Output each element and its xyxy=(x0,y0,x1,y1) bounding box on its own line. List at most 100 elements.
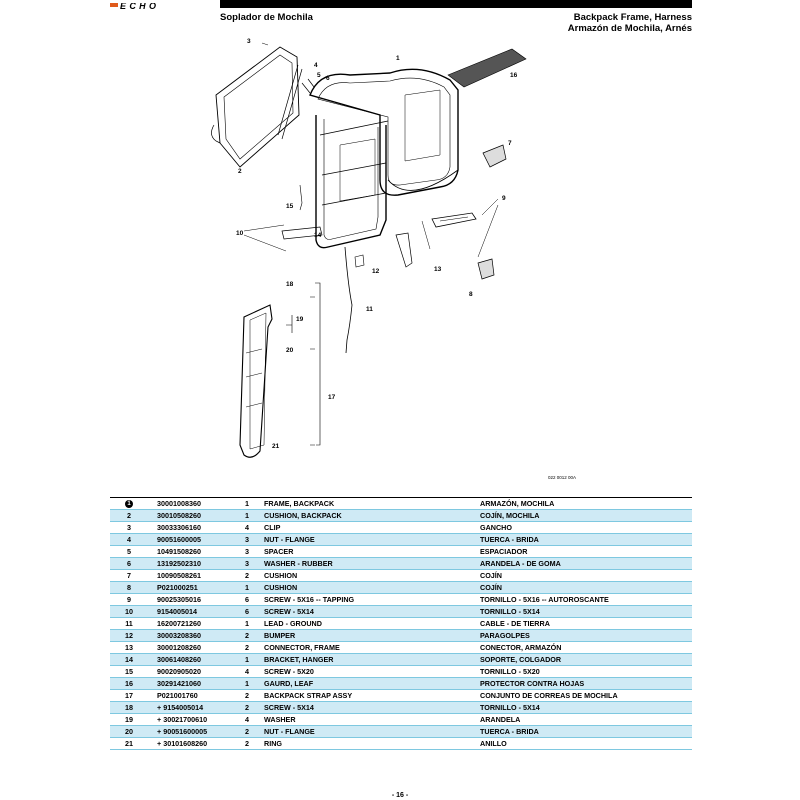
description-spanish: CONECTOR, ARMAZÓN xyxy=(480,643,562,652)
description-spanish: TORNILLO - 5X16 -- AUTOROSCANTE xyxy=(480,595,609,604)
quantity: 2 xyxy=(245,643,249,652)
ref-number: 8 xyxy=(127,583,131,592)
callout-12: 12 xyxy=(372,268,380,275)
quantity: 3 xyxy=(245,535,249,544)
callout-20: 20 xyxy=(286,347,294,354)
quantity: 2 xyxy=(245,703,249,712)
callout-11: 11 xyxy=(366,306,373,313)
callout-4: 4 xyxy=(314,62,318,69)
quantity: 1 xyxy=(245,499,249,508)
description-spanish: TUERCA - BRIDA xyxy=(480,727,539,736)
quantity: 2 xyxy=(245,691,249,700)
description-spanish: TORNILLO - 5X20 xyxy=(480,667,540,676)
ref-number: 4 xyxy=(127,535,131,544)
ref-number: 21 xyxy=(125,739,133,748)
ref-number: 11 xyxy=(125,619,133,628)
description-english: SPACER xyxy=(264,547,294,556)
part-number: + 9154005014 xyxy=(157,703,204,712)
description-spanish: TORNILLO - 5X14 xyxy=(480,607,540,616)
description-english: SCREW - 5X16 -- TAPPING xyxy=(264,595,355,604)
description-spanish: ESPACIADOR xyxy=(480,547,528,556)
quantity: 1 xyxy=(245,655,249,664)
page-number: - 16 - xyxy=(391,792,409,799)
part-number: 10090508261 xyxy=(157,571,201,580)
description-english: NUT - FLANGE xyxy=(264,535,315,544)
part-number: + 90051600005 xyxy=(157,727,208,736)
part-number: 90051600005 xyxy=(157,535,201,544)
callout-15: 15 xyxy=(286,203,294,210)
ref-number: 16 xyxy=(125,679,133,688)
quantity: 4 xyxy=(245,523,249,532)
callout-14: 14 xyxy=(314,232,322,239)
description-spanish: CONJUNTO DE CORREAS DE MOCHILA xyxy=(480,691,618,700)
description-spanish: ARMAZÓN, MOCHILA xyxy=(480,499,555,508)
description-english: FRAME, BACKPACK xyxy=(264,499,335,508)
ref-number: 19 xyxy=(125,715,133,724)
callout-19: 19 xyxy=(296,316,304,323)
ref-number: 12 xyxy=(125,631,133,640)
part-number: 30003208360 xyxy=(157,631,201,640)
quantity: 2 xyxy=(245,631,249,640)
description-english: NUT - FLANGE xyxy=(264,727,315,736)
description-english: SCREW - 5X14 xyxy=(264,607,314,616)
callout-2: 2 xyxy=(238,168,242,175)
quantity: 6 xyxy=(245,607,249,616)
quantity: 6 xyxy=(245,595,249,604)
callout-1: 1 xyxy=(396,55,400,62)
quantity: 2 xyxy=(245,727,249,736)
part-number: 30033306160 xyxy=(157,523,201,532)
description-spanish: TUERCA - BRIDA xyxy=(480,535,539,544)
ref-number: 5 xyxy=(127,547,131,556)
description-spanish: CABLE - DE TIERRA xyxy=(480,619,550,628)
ref-number: 15 xyxy=(125,667,133,676)
ref-number: 20 xyxy=(125,727,133,736)
description-english: CUSHION xyxy=(264,583,298,592)
part-number: 30001008360 xyxy=(157,499,201,508)
part-number: 90025305016 xyxy=(157,595,201,604)
description-spanish: TORNILLO - 5X14 xyxy=(480,703,540,712)
callout-labels: 1 2 3 4 5 6 7 8 9 10 11 12 13 14 15 16 1… xyxy=(236,38,518,450)
table-row: 20 + 90051600005 2 NUT - FLANGE TUERCA - BRI… xyxy=(110,726,692,738)
callout-21: 21 xyxy=(272,443,280,450)
part-number: 30001208260 xyxy=(157,643,201,652)
description-english: LEAD - GROUND xyxy=(264,619,322,628)
description-english: CONNECTOR, FRAME xyxy=(264,643,340,652)
table-row: 4 90051600005 3 NUT - FLANGE TUERCA - BRIDA xyxy=(110,534,692,546)
callout-16: 16 xyxy=(510,72,518,79)
description-english: SCREW - 5X20 xyxy=(264,667,314,676)
description-spanish: SOPORTE, COLGADOR xyxy=(480,655,562,664)
ref-number: 17 xyxy=(125,691,133,700)
description-english: BRACKET, HANGER xyxy=(264,655,334,664)
callout-8: 8 xyxy=(469,291,473,298)
callout-6: 6 xyxy=(326,75,330,82)
quantity: 1 xyxy=(245,679,249,688)
quantity: 3 xyxy=(245,547,249,556)
description-spanish: PROTECTOR CONTRA HOJAS xyxy=(480,679,585,688)
quantity: 1 xyxy=(245,619,249,628)
part-number: 13192502310 xyxy=(157,559,201,568)
quantity: 4 xyxy=(245,667,249,676)
description-english: RING xyxy=(264,739,282,748)
quantity: 3 xyxy=(245,559,249,568)
part-number: P021001760 xyxy=(157,691,198,700)
quantity: 4 xyxy=(245,715,249,724)
ref-number: 18 xyxy=(125,703,133,712)
ref-number: 2 xyxy=(127,511,131,520)
backpack-frame-drawing: 022 0012 00A 1 2 3 4 5 6 7 8 9 10 11 12 … xyxy=(211,38,576,480)
callout-18: 18 xyxy=(286,281,294,288)
part-number: 9154005014 xyxy=(157,607,197,616)
